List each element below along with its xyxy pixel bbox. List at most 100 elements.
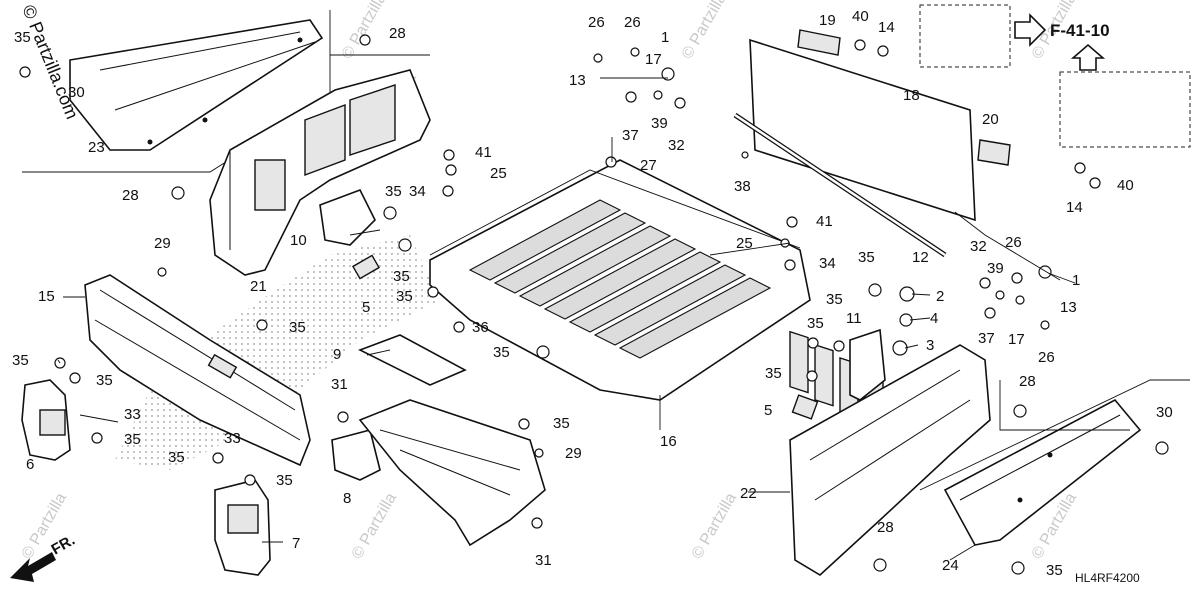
callout-34: 34 xyxy=(409,183,426,200)
part-15-rear-frame xyxy=(84,274,311,467)
callout-37: 37 xyxy=(622,127,639,144)
callout-12: 12 xyxy=(912,249,929,266)
part-8-mount xyxy=(331,429,381,481)
leader-lines xyxy=(57,77,1076,561)
callout-35: 35 xyxy=(276,472,293,489)
under-bed-frame xyxy=(358,399,546,547)
callout-35: 35 xyxy=(385,183,402,200)
callout-26: 26 xyxy=(588,14,605,31)
callout-25: 25 xyxy=(736,235,753,252)
callout-35: 35 xyxy=(826,291,843,308)
diagram-code: HL4RF4200 xyxy=(1075,571,1140,585)
callout-14: 14 xyxy=(878,19,895,36)
watermark: © Partzilla xyxy=(679,0,730,62)
part-20-latch xyxy=(977,139,1011,166)
callout-35: 35 xyxy=(493,344,510,361)
callout-20: 20 xyxy=(982,111,999,128)
callout-5: 5 xyxy=(764,402,772,419)
callout-35: 35 xyxy=(765,365,782,382)
callout-26: 26 xyxy=(1005,234,1022,251)
callout-35: 35 xyxy=(553,415,570,432)
reference-arrow-up xyxy=(1070,43,1106,71)
callout-26: 26 xyxy=(624,14,641,31)
callout-33: 33 xyxy=(224,430,241,447)
reference-label: F-41-10 xyxy=(1050,21,1110,40)
part-9-plate xyxy=(358,334,467,386)
callout-40: 40 xyxy=(1117,177,1134,194)
callout-7: 7 xyxy=(292,535,300,552)
callout-29: 29 xyxy=(154,235,171,252)
callout-34: 34 xyxy=(819,255,836,272)
callout-11: 11 xyxy=(846,310,862,327)
callout-17: 17 xyxy=(645,51,662,68)
callout-35: 35 xyxy=(289,319,306,336)
callout-35: 35 xyxy=(858,249,875,266)
callout-35: 35 xyxy=(14,29,31,46)
callout-14: 14 xyxy=(1066,199,1083,216)
callout-32: 32 xyxy=(970,238,987,255)
fasteners xyxy=(19,34,1169,575)
callout-41: 41 xyxy=(475,144,492,161)
watermark: © Partzilla xyxy=(349,490,400,562)
reference-box-right xyxy=(1059,71,1191,148)
reference-arrow-right xyxy=(1014,13,1047,47)
callout-15: 15 xyxy=(38,288,55,305)
callouts: 1 1 2 3 4 5 5 6 7 8 9 10 11 12 13 13 14 … xyxy=(12,8,1173,579)
callout-28: 28 xyxy=(1019,373,1036,390)
part-19-latch xyxy=(797,29,841,56)
callout-35: 35 xyxy=(1046,562,1063,579)
callout-25: 25 xyxy=(490,165,507,182)
callout-16: 16 xyxy=(660,433,677,450)
callout-22: 22 xyxy=(740,485,757,502)
callout-31: 31 xyxy=(535,552,552,569)
callout-35: 35 xyxy=(393,268,410,285)
bed-floor-ribs xyxy=(468,199,772,359)
callout-31: 31 xyxy=(331,376,348,393)
callout-13: 13 xyxy=(569,72,586,89)
callout-30: 30 xyxy=(68,84,85,101)
callout-24: 24 xyxy=(942,557,959,574)
part-6-bracket xyxy=(21,379,71,461)
callout-26: 26 xyxy=(1038,349,1055,366)
callout-29: 29 xyxy=(565,445,582,462)
callout-39: 39 xyxy=(651,115,668,132)
part-24-side-cover-right xyxy=(943,398,1142,546)
callout-1: 1 xyxy=(1072,272,1080,289)
watermark: © Partzilla xyxy=(339,0,390,62)
callout-35: 35 xyxy=(124,431,141,448)
callout-13: 13 xyxy=(1060,299,1077,316)
part-10-bracket xyxy=(319,188,376,246)
part-5-clip-right xyxy=(791,394,819,420)
callout-28: 28 xyxy=(877,519,894,536)
part-7-bracket xyxy=(214,479,271,576)
part-21-bed-side-left xyxy=(209,69,431,276)
callout-5: 5 xyxy=(362,299,370,316)
callout-6: 6 xyxy=(26,456,34,473)
callout-33: 33 xyxy=(124,406,141,423)
callout-32: 32 xyxy=(668,137,685,154)
callout-28: 28 xyxy=(122,187,139,204)
callout-18: 18 xyxy=(903,87,920,104)
part-22-bed-side-right xyxy=(789,344,991,576)
callout-17: 17 xyxy=(1008,331,1025,348)
reference-box-top xyxy=(919,4,1011,68)
callout-39: 39 xyxy=(987,260,1004,277)
callout-30: 30 xyxy=(1156,404,1173,421)
callout-35: 35 xyxy=(12,352,29,369)
callout-38: 38 xyxy=(734,178,751,195)
callout-9: 9 xyxy=(333,346,341,363)
part-16-bed-floor xyxy=(429,159,811,401)
callout-23: 23 xyxy=(88,139,105,156)
callout-28: 28 xyxy=(389,25,406,42)
callout-35: 35 xyxy=(807,315,824,332)
callout-3: 3 xyxy=(926,337,934,354)
callout-35: 35 xyxy=(168,449,185,466)
callout-8: 8 xyxy=(343,490,351,507)
part-23-side-cover xyxy=(69,19,324,151)
callout-40: 40 xyxy=(852,8,869,25)
callout-27: 27 xyxy=(640,157,657,174)
callout-4: 4 xyxy=(930,310,938,327)
watermark: © Partzilla xyxy=(689,490,740,562)
callout-19: 19 xyxy=(819,12,836,29)
callout-35: 35 xyxy=(396,288,413,305)
